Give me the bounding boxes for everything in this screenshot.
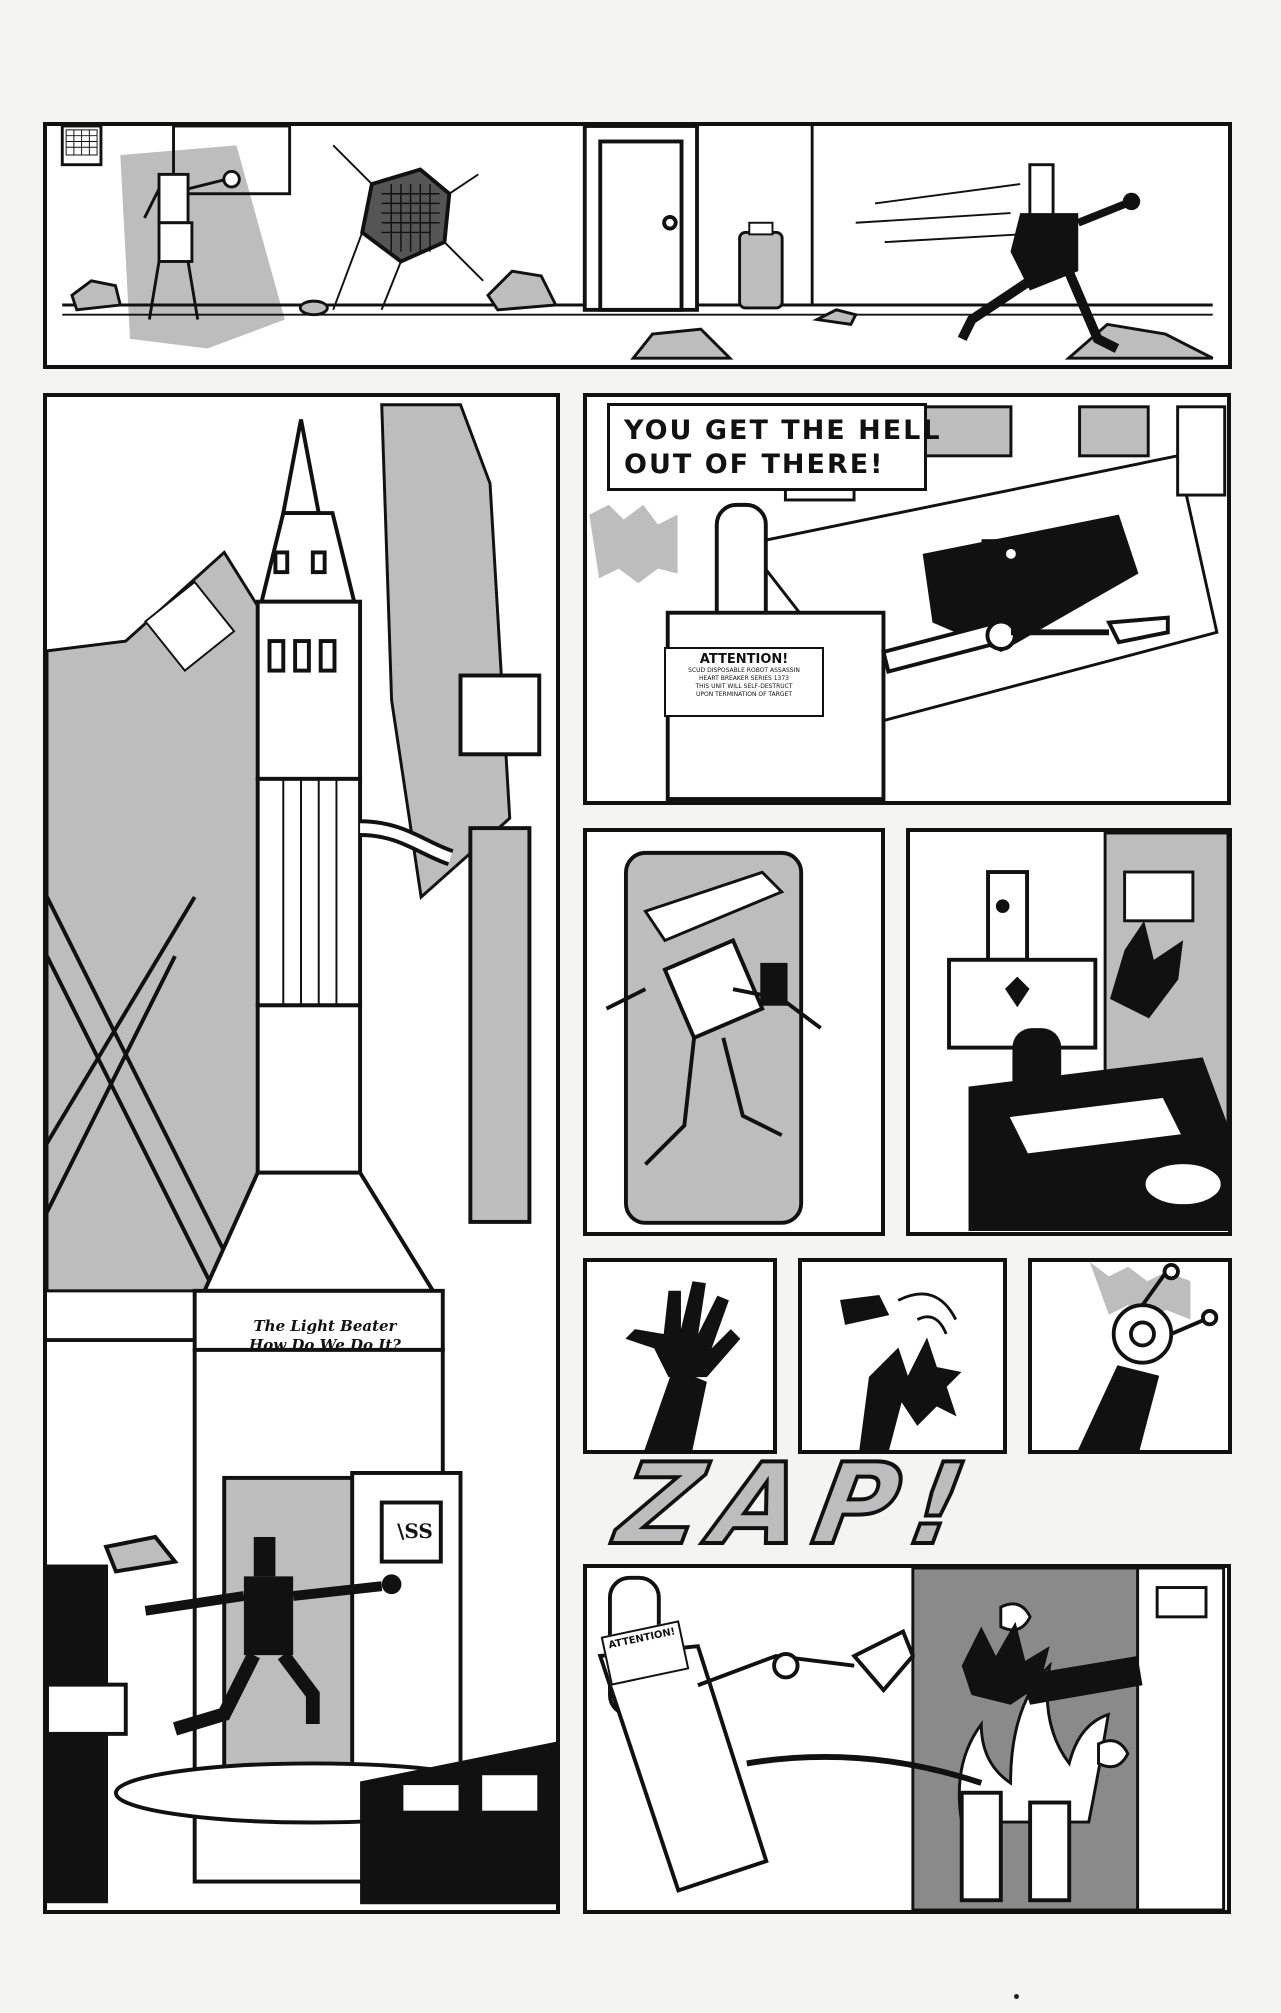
attention-line-4: UPON TERMINATION OF TARGET xyxy=(695,691,793,698)
balloon-line-2: OUT OF THERE! xyxy=(624,449,885,480)
rocket-text-line-2: How Do We Do It? xyxy=(249,1336,401,1354)
panel-3-command-room: YOU GET THE HELL OUT OF THERE! ATTENTION… xyxy=(583,393,1231,805)
exploding-hand-icon xyxy=(961,1621,1143,1705)
rocket-text-line-1: The Light Beater xyxy=(253,1317,397,1335)
black-robot-icon xyxy=(144,1536,402,1736)
rocket-text: The Light Beater How Do We Do It? xyxy=(235,1317,415,1355)
hatch-text: \SS xyxy=(397,1519,433,1543)
speech-balloon: YOU GET THE HELL OUT OF THERE! xyxy=(607,403,942,491)
panel-4-robot-struggle xyxy=(583,828,885,1236)
detaching-hand-scene xyxy=(840,1292,962,1450)
door-icon xyxy=(582,126,699,312)
panel-6-open-hand xyxy=(583,1258,777,1454)
robot-legs-icon xyxy=(959,1790,1072,1903)
page-mark xyxy=(1014,1994,1019,1999)
rocket-scene xyxy=(47,403,556,1905)
balloon-line-1: YOU GET THE HELL xyxy=(624,415,942,446)
mechanical-arm-icon xyxy=(1078,1262,1219,1450)
attention-line-2: HEART BREAKER SERIES 1373 xyxy=(698,675,789,682)
command-room-scene xyxy=(589,405,1227,801)
explosion-scene xyxy=(597,1568,1226,1910)
zap-sound-effect: ZAP! xyxy=(607,1438,991,1572)
heart-breaker-robot-icon xyxy=(947,870,1098,1050)
grappling-robots-icon xyxy=(605,937,822,1166)
reaching-hand-icon xyxy=(625,1281,741,1450)
robot-punching-wall-icon xyxy=(143,170,241,320)
rubble-icon xyxy=(70,269,1214,360)
attention-label: ATTENTION! SCUD DISPOSABLE ROBOT ASSASSI… xyxy=(664,647,824,717)
struggle-scene xyxy=(605,850,822,1225)
panel-9-explosion: ATTENTION! xyxy=(583,1564,1231,1914)
hallway-scene xyxy=(60,126,1214,360)
panel-5-heart-robot xyxy=(906,828,1232,1236)
robot-arm-scene xyxy=(1078,1262,1219,1450)
gantry-icon xyxy=(359,673,542,1224)
attention-line-3: THIS UNIT WILL SELF-DESTRUCT xyxy=(695,683,793,690)
desk-icon xyxy=(47,1534,179,1904)
control-console-icon xyxy=(360,1741,556,1905)
broken-hand-icon xyxy=(840,1292,962,1450)
panel-7-detaching-hand xyxy=(798,1258,1007,1454)
boss-robot-icon xyxy=(922,514,1139,652)
heart-robot-scene xyxy=(947,832,1228,1231)
broken-window-icon xyxy=(60,126,292,196)
flames-icon xyxy=(957,1602,1130,1824)
panel-1-hallway xyxy=(43,122,1232,369)
cracked-wall-hole-icon xyxy=(332,144,484,311)
attention-title: ATTENTION! xyxy=(699,652,789,667)
extinguisher-icon xyxy=(738,221,784,310)
tone-area xyxy=(120,145,285,349)
open-hand-scene xyxy=(625,1281,741,1450)
running-robot-icon xyxy=(855,163,1141,353)
attention-line-1: SCUD DISPOSABLE ROBOT ASSASSIN xyxy=(688,667,800,674)
panel-2-rocket-launch: The Light Beater How Do We Do It? \SS xyxy=(43,393,560,1914)
panel-8-robot-arm xyxy=(1028,1258,1232,1454)
